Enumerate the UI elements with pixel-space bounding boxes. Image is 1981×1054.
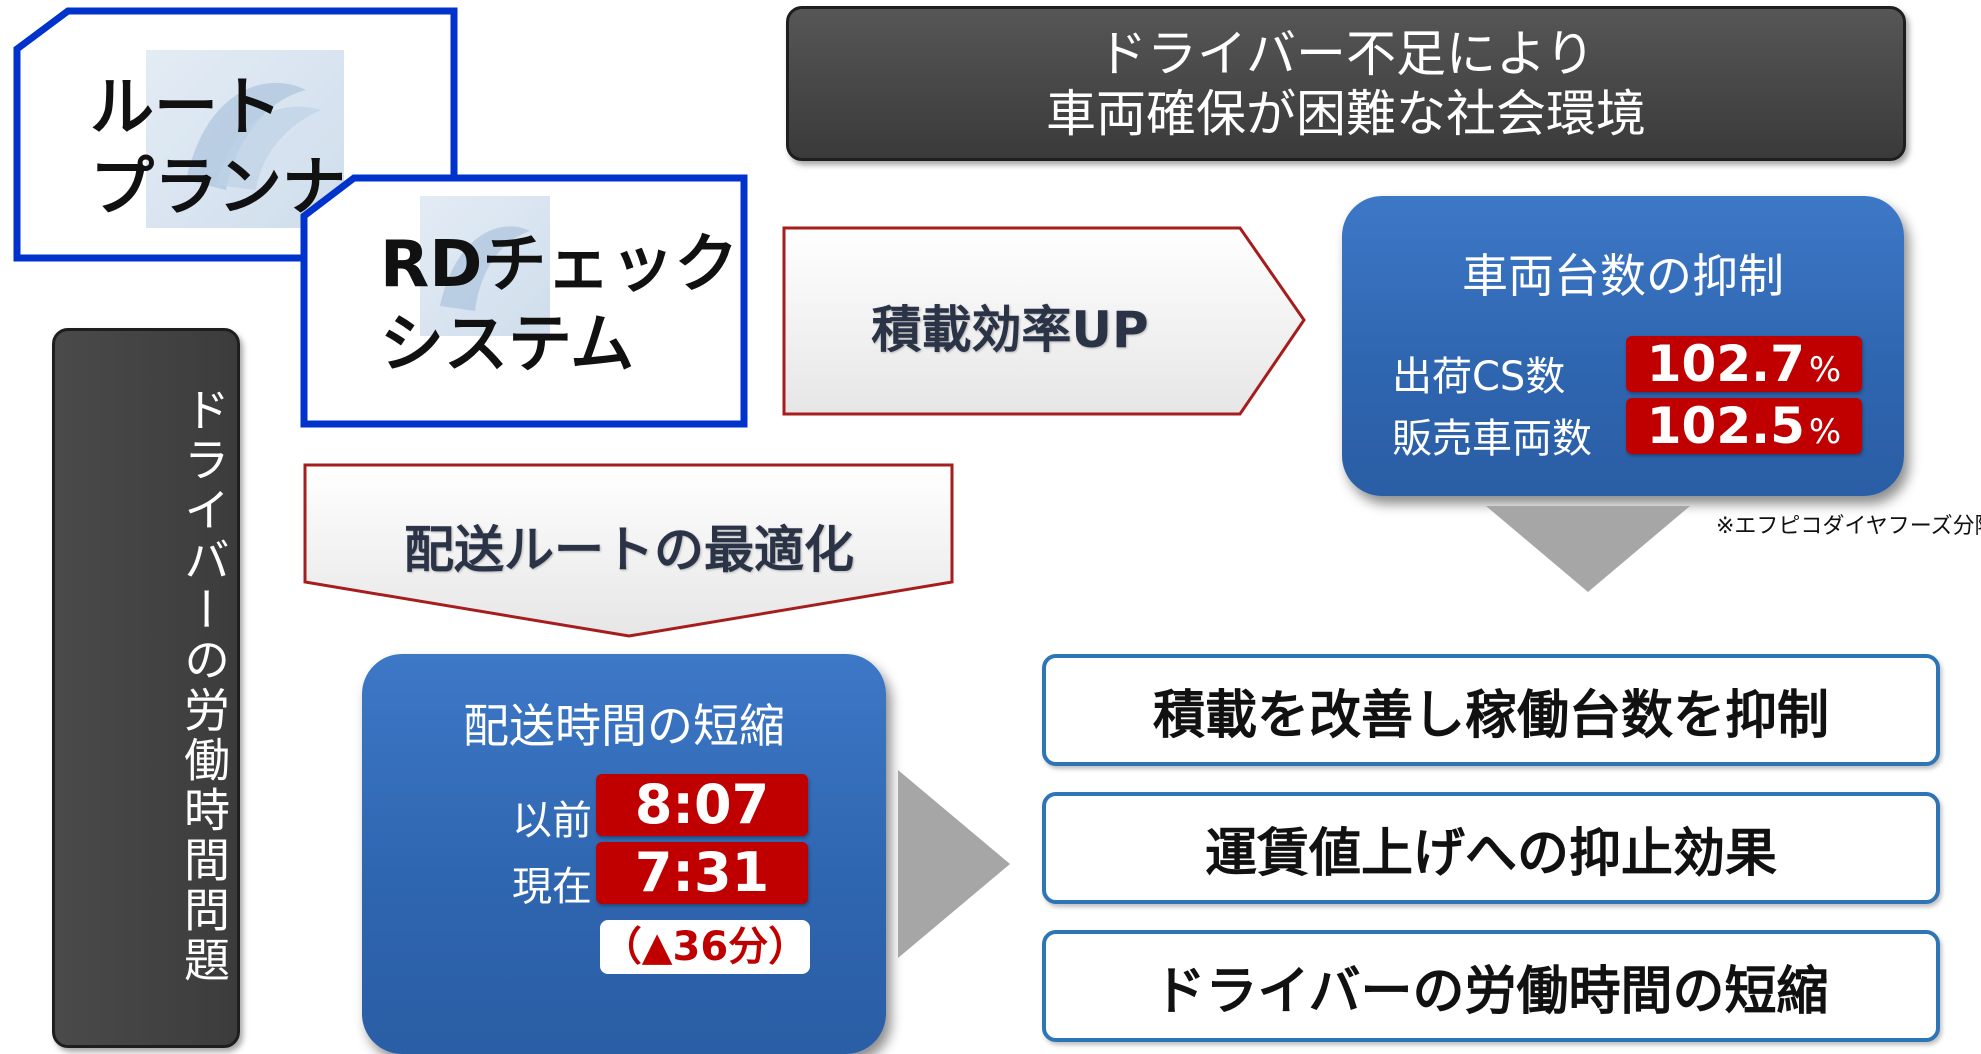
banner-line-2: 車両確保が困難な社会環境 <box>1046 84 1646 143</box>
shipment-cs-label: 出荷CS数 <box>1392 354 1566 400</box>
delivery-time-panel: 配送時間の短縮 以前 8:07 現在 7:31 （▲36分） <box>362 654 886 1054</box>
vehicle-panel-title: 車両台数の抑制 <box>1462 249 1784 303</box>
footnote: ※エフピコダイヤフーズ分除く <box>1716 514 1981 539</box>
rd-check-line-2: システム <box>380 308 635 382</box>
before-label: 以前 <box>512 798 592 844</box>
outcome-box-3: ドライバーの労働時間の短縮 <box>1042 930 1940 1042</box>
banner-line-1: ドライバー不足により <box>1097 24 1595 83</box>
vehicle-count-panel: 車両台数の抑制 出荷CS数 102.7% 販売車両数 102.5% <box>1342 196 1904 496</box>
route-optimization-ribbon-shape <box>303 463 954 638</box>
route-planner-line-1: ルート <box>90 71 282 145</box>
time-delta-badge: （▲36分） <box>600 920 810 974</box>
shipment-cs-value: 102.7% <box>1626 336 1862 392</box>
time-panel-title: 配送時間の短縮 <box>463 699 785 753</box>
down-arrow-icon <box>1486 506 1690 592</box>
company-logo-icon-2 <box>420 196 550 336</box>
driver-labor-hours-text: ドライバーの労働時間問題 <box>177 386 231 986</box>
rd-check-line-1: RDチェック <box>380 228 739 302</box>
current-label: 現在 <box>512 864 592 910</box>
efficiency-ribbon-shape <box>782 226 1306 416</box>
outcome-box-1: 積載を改善し稼働台数を抑制 <box>1042 654 1940 766</box>
right-arrow-icon <box>898 770 1010 958</box>
sales-vehicle-value: 102.5% <box>1626 398 1862 454</box>
before-time-value: 8:07 <box>596 774 808 836</box>
company-logo-icon <box>146 50 344 228</box>
top-banner: ドライバー不足により 車両確保が困難な社会環境 <box>786 6 1906 161</box>
sales-vehicle-label: 販売車両数 <box>1392 416 1592 462</box>
driver-labor-hours-bar: ドライバーの労働時間問題 <box>52 328 240 1048</box>
current-time-value: 7:31 <box>596 842 808 904</box>
efficiency-up-text: 積載効率UP <box>871 301 1149 359</box>
route-optimization-text: 配送ルートの最適化 <box>404 521 854 579</box>
rd-check-label: RDチェック システム <box>310 225 739 385</box>
outcome-box-2: 運賃値上げへの抑止効果 <box>1042 792 1940 904</box>
